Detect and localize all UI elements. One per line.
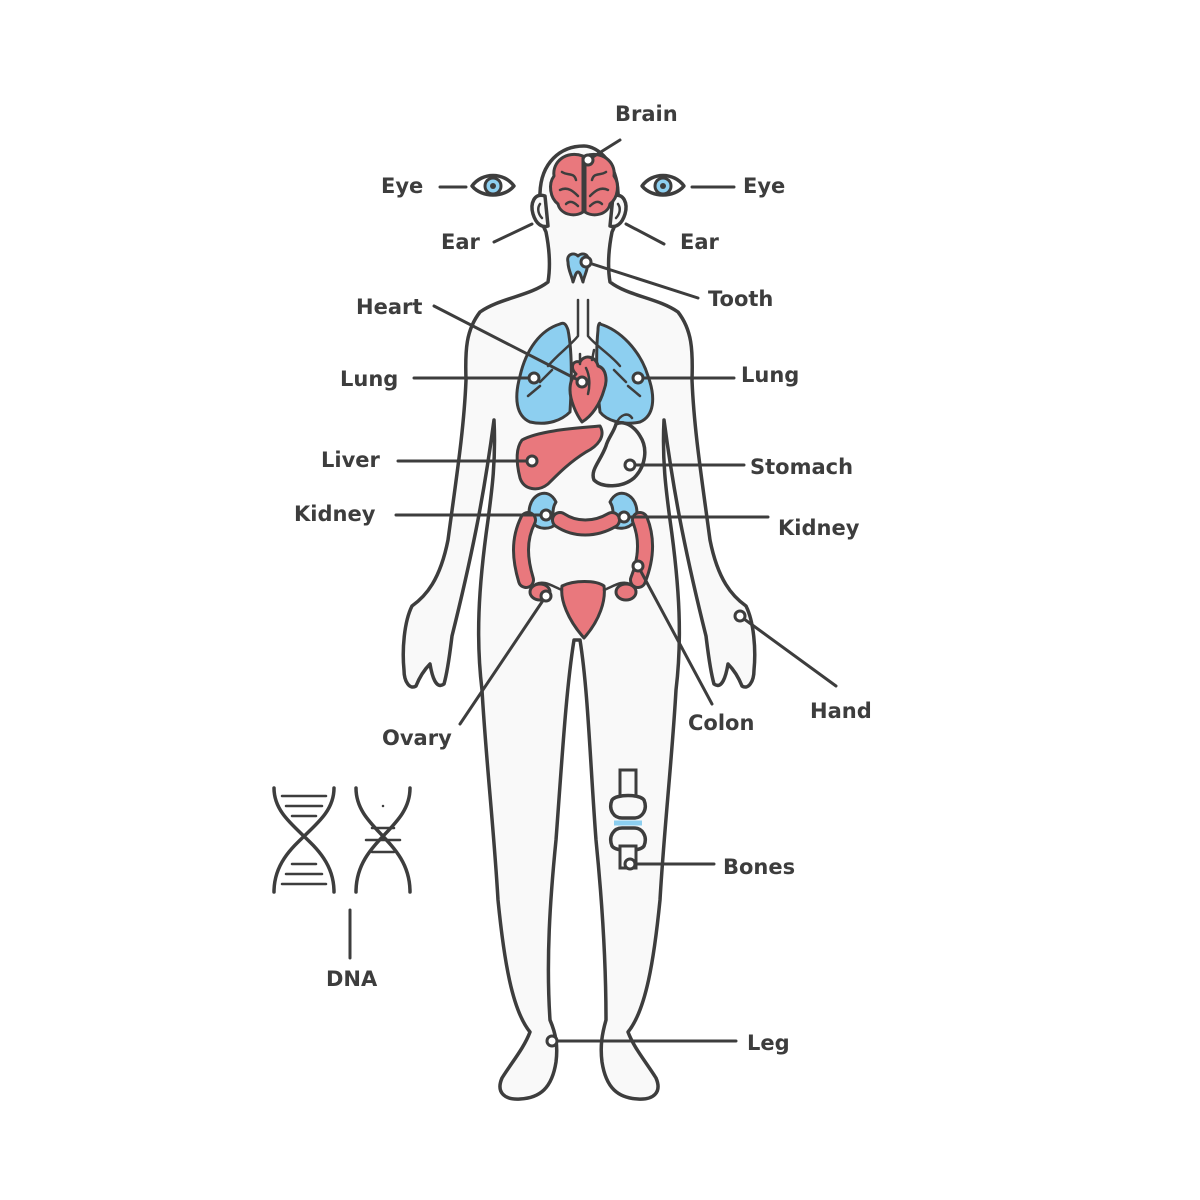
label-kidney-right: Kidney: [778, 516, 860, 540]
label-bones: Bones: [723, 855, 795, 879]
label-brain: Brain: [615, 102, 678, 126]
label-hand: Hand: [810, 699, 872, 723]
label-ear-right: Ear: [680, 230, 720, 254]
label-tooth: Tooth: [708, 287, 773, 311]
label-ovary: Ovary: [382, 726, 452, 750]
lung-right-organ: [595, 321, 655, 425]
ear-left-shape: [530, 193, 550, 229]
callout-dots: [525, 153, 747, 1048]
label-leg: Leg: [747, 1031, 790, 1055]
leader-lines: [394, 138, 838, 1043]
eye-right-icon: [640, 173, 686, 197]
dna-icon: [272, 786, 412, 960]
label-heart: Heart: [356, 295, 422, 319]
ear-right-shape: [608, 193, 628, 229]
lung-left-organ: [515, 321, 573, 425]
label-eye-left: Eye: [381, 174, 423, 198]
label-eye-right: Eye: [743, 174, 785, 198]
colon-organ: [512, 511, 654, 589]
label-liver: Liver: [321, 448, 381, 472]
ovary-right-organ: [614, 582, 638, 602]
label-lung-right: Lung: [741, 363, 799, 387]
label-stomach: Stomach: [750, 455, 853, 479]
label-colon: Colon: [688, 711, 754, 735]
brain-organ: [549, 153, 619, 217]
label-dna: DNA: [326, 967, 378, 991]
eye-left-icon: [470, 173, 516, 197]
liver-organ: [515, 424, 604, 491]
label-kidney-left: Kidney: [294, 502, 376, 526]
label-ear-left: Ear: [441, 230, 481, 254]
uterus-organ: [560, 580, 606, 640]
label-lung-left: Lung: [340, 367, 398, 391]
